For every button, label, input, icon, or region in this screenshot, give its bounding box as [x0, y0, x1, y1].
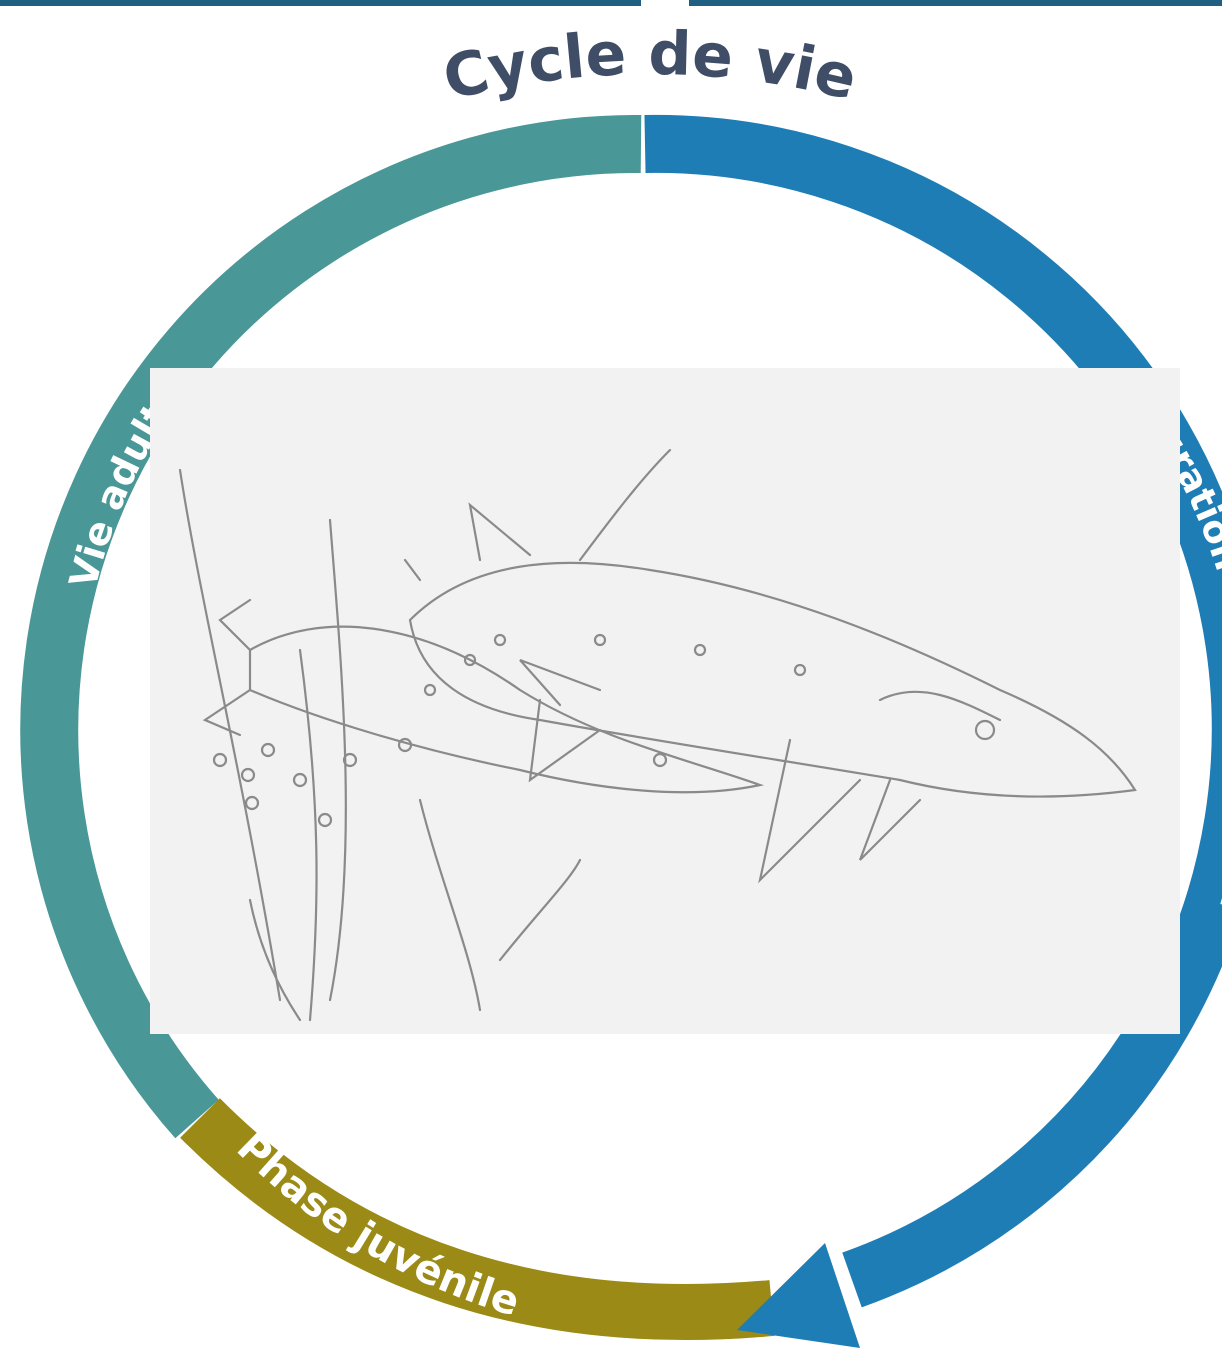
top-bar-left [0, 0, 641, 6]
diagram-title: Cycle de vie [437, 19, 863, 115]
stage-label-phase-juvenile: Phase juvénile [228, 1124, 525, 1325]
pike-fish-illustration [150, 368, 1180, 1034]
top-bar-right [689, 0, 1222, 6]
